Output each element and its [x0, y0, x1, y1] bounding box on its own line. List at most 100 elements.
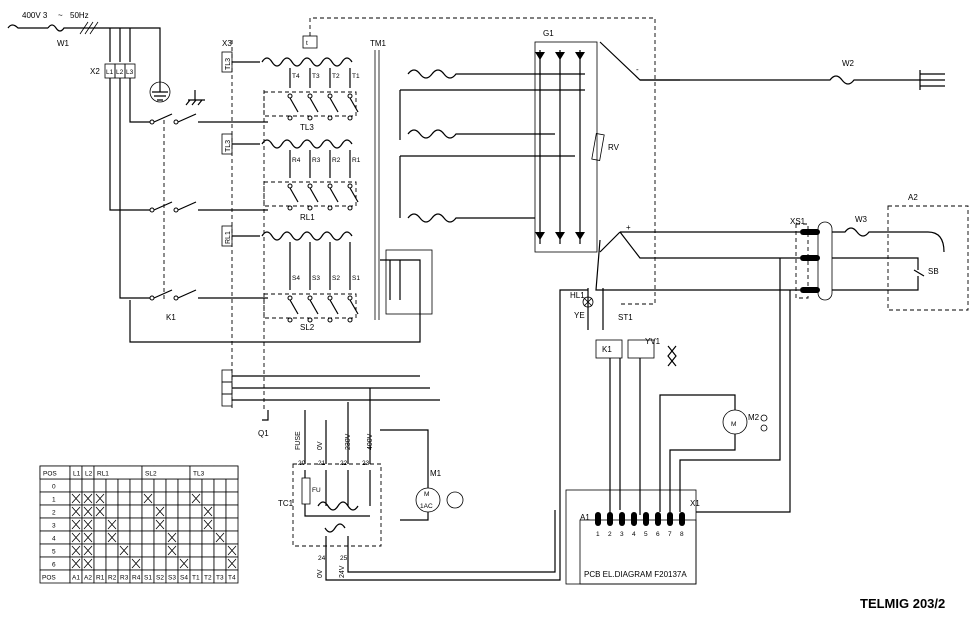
switch-contact	[327, 295, 333, 301]
torch-a2-box	[887, 205, 969, 311]
table-cell	[117, 530, 131, 545]
pcb-pin-label: 5	[644, 531, 648, 538]
table-header: POS	[43, 471, 57, 478]
fuse-fu-icon	[301, 477, 311, 505]
sl2-aux-box	[385, 249, 433, 315]
table-cell	[177, 491, 191, 506]
table-footer: A2	[84, 575, 92, 582]
tap-s2: S2	[332, 275, 340, 282]
phase-wires	[109, 28, 131, 62]
table-cell	[69, 478, 83, 493]
motor-m1-m: M	[424, 491, 429, 498]
table-mark-icon	[95, 493, 105, 504]
table-cell	[201, 478, 215, 493]
supply-tilde: ~	[58, 11, 63, 20]
cable-w3	[832, 227, 912, 291]
table-footer: A1	[72, 575, 80, 582]
switch-bank-sl2: S4 S3 S2 S1 SL2	[261, 231, 360, 332]
table-cell	[153, 530, 167, 545]
secondary-2	[407, 129, 555, 139]
switch-contact	[347, 205, 353, 211]
g1-frame	[534, 41, 598, 253]
table-mark-icon	[83, 532, 93, 543]
table-cell	[93, 517, 107, 532]
table-cell	[129, 504, 143, 519]
table-cell	[141, 556, 155, 571]
table-pos: 6	[52, 562, 56, 569]
contactor-k1-label: K1	[166, 313, 176, 322]
table-cell	[213, 543, 227, 558]
supply-cable-end	[7, 24, 48, 29]
supply-input: 400V 3 ~ 50Hz W1	[7, 11, 205, 106]
table-cell	[93, 478, 107, 493]
secondary-1	[407, 69, 585, 79]
table-header: L1	[73, 471, 81, 478]
wire-loop-bottom	[129, 300, 421, 343]
table-cell	[213, 504, 227, 519]
pcb-ref-label: A1	[580, 513, 590, 522]
switch-bank-tl3: T4 T3 T2 T1 TL3	[261, 57, 360, 132]
terminal-x2: X2 L1 L2 L3	[90, 63, 136, 79]
tc1-v-0: 0V	[317, 441, 324, 450]
selector-q1-label: Q1	[258, 429, 269, 438]
table-header: L2	[85, 471, 93, 478]
table-mark-icon	[71, 493, 81, 504]
switch-contact	[347, 115, 353, 121]
table-footer: S3	[168, 575, 176, 582]
switch-contact	[307, 115, 313, 121]
three-phase-marks	[79, 21, 99, 35]
table-cell	[93, 530, 107, 545]
sl2-label: SL2	[300, 323, 315, 332]
output-minus: -	[636, 65, 639, 74]
lamp-label: HL1	[570, 291, 585, 300]
w3-sleeve	[817, 221, 833, 301]
switch-contact	[287, 205, 293, 211]
table-footer: R4	[132, 575, 141, 582]
tc1-box	[292, 463, 382, 547]
tap-s1: S1	[352, 275, 360, 282]
earth-clamp-icon	[919, 70, 945, 90]
torch-circuit: XS1 W3 A2 SB	[595, 193, 969, 311]
table-cell	[141, 543, 155, 558]
motor-m1-leads	[380, 429, 429, 521]
transformer-tm1: TM1 T4 T3 T2 T1 TL3 R4 R3 R2 R1 RL1 S4 S…	[261, 39, 433, 410]
table-mark-icon	[227, 545, 237, 556]
tc1-t25: 25	[340, 555, 348, 562]
table-pos: 2	[52, 510, 56, 517]
tap-t4: T4	[292, 73, 300, 80]
switch-contact	[327, 317, 333, 323]
table-cell	[117, 504, 131, 519]
xs1-pin-2	[800, 255, 820, 261]
wire-l1	[109, 78, 150, 211]
switch-contact	[307, 183, 313, 189]
table-cell	[213, 517, 227, 532]
tm1-label: TM1	[370, 39, 387, 48]
table-cell	[189, 530, 203, 545]
table-cell	[189, 556, 203, 571]
table-cell	[105, 478, 119, 493]
q1-contact-3	[149, 295, 155, 301]
switch-contact	[287, 115, 293, 121]
table-pos: 5	[52, 549, 56, 556]
varistor-rv	[591, 133, 605, 161]
table-cell	[129, 491, 143, 506]
table-cell	[189, 504, 203, 519]
x2-label: X2	[90, 67, 100, 76]
table-cell	[153, 543, 167, 558]
w2-label: W2	[842, 59, 855, 68]
table-cell	[225, 530, 239, 545]
selector-q1-lead	[262, 410, 269, 421]
tc1-v-0b: 0V	[317, 569, 324, 578]
x3-tl3-a: TL3	[225, 58, 232, 70]
table-mark-icon	[155, 506, 165, 517]
tm1-winding-bot	[261, 231, 353, 241]
torch-neck-icon	[912, 231, 945, 253]
table-cell	[141, 504, 155, 519]
switch-contact	[347, 295, 353, 301]
x2-l2: L2	[116, 69, 124, 76]
q1-blade-1	[153, 113, 173, 123]
table-cell	[153, 478, 167, 493]
pcb-pin	[619, 512, 625, 526]
tc1-secondary-coil	[324, 523, 346, 533]
table-footer: R2	[108, 575, 117, 582]
